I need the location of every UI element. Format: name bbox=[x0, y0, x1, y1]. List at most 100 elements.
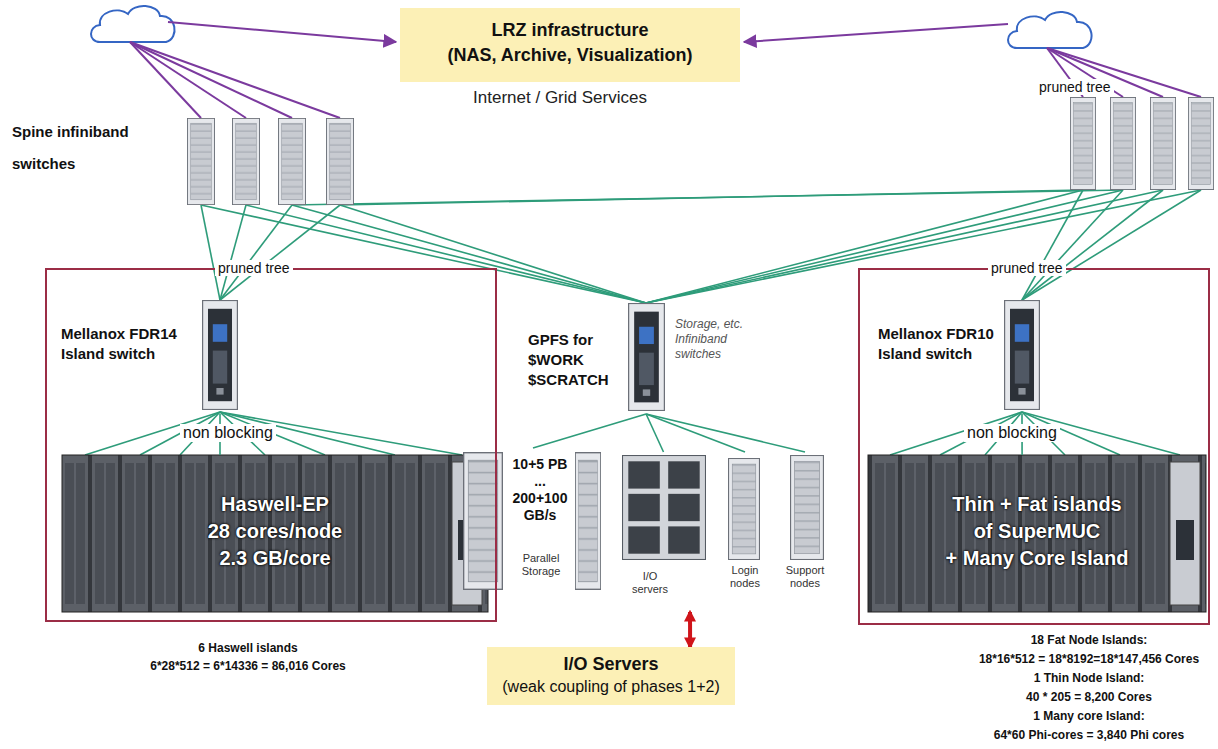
node-text: LRZ infrastructure bbox=[400, 20, 740, 41]
topology-label: pruned tree bbox=[1036, 79, 1114, 95]
node-text: Support nodes bbox=[781, 564, 829, 590]
island-switches bbox=[629, 304, 665, 411]
node-text: I/O Servers bbox=[487, 654, 735, 675]
node-text: Storage, etc. Infiniband switches bbox=[675, 317, 757, 362]
node-text: 2.3 GB/core bbox=[62, 545, 488, 572]
filesystem-label: GPFS for $WORK $SCRATCH bbox=[528, 330, 620, 390]
node-text: + Many Core Island bbox=[868, 545, 1206, 572]
fabric-lines bbox=[646, 190, 1163, 303]
fabric-lines bbox=[1022, 190, 1201, 300]
node-text: 28 cores/node bbox=[62, 518, 488, 545]
node-text: (NAS, Archive, Visualization) bbox=[400, 45, 740, 66]
spine-switches bbox=[278, 118, 305, 204]
fabric-lines bbox=[220, 205, 340, 300]
uplink-lines bbox=[130, 42, 292, 118]
node-text: Mellanox FDR14 Island switch bbox=[61, 324, 196, 364]
node-text: (weak coupling of phases 1+2) bbox=[487, 678, 735, 696]
topology-label: non blocking bbox=[964, 424, 1060, 442]
support-rack: Support nodes bbox=[778, 452, 832, 595]
island-switches bbox=[203, 301, 1040, 411]
fabric-lines bbox=[1022, 190, 1163, 300]
core-count: 18*16*512 = 18*8192=18*147,456 Cores bbox=[962, 651, 1216, 667]
node-text: Parallel Storage bbox=[516, 552, 566, 578]
node-text: Mellanox FDR10 Island switch bbox=[878, 324, 1003, 364]
compute-racks bbox=[1176, 520, 1194, 560]
spine-switches bbox=[187, 97, 1213, 204]
island-frame: pruned treeMellanox FDR14 Island switchH… bbox=[45, 268, 497, 622]
fabric-lines bbox=[220, 205, 246, 300]
topology-label: non blocking bbox=[180, 424, 276, 442]
fabric-lines bbox=[292, 190, 1123, 205]
infiniband-link bbox=[533, 414, 646, 448]
cloud bbox=[1008, 12, 1092, 48]
island-switches bbox=[1005, 301, 1040, 410]
spine-switches bbox=[187, 118, 214, 204]
node-text: pruned tree bbox=[215, 260, 293, 276]
spine-switches bbox=[1188, 97, 1213, 189]
node-text: pruned tree bbox=[988, 260, 1066, 276]
fabric-lines bbox=[340, 205, 646, 303]
island-frame: pruned treeMellanox FDR10 Island switchT… bbox=[858, 268, 1210, 625]
compute-island: Haswell-EP28 cores/node2.3 GB/core bbox=[62, 455, 488, 612]
spine-switches bbox=[1110, 97, 1135, 189]
core-count: 6 Haswell islands bbox=[110, 640, 386, 656]
storage-racks bbox=[575, 453, 600, 590]
fabric-lines bbox=[246, 205, 646, 303]
compute-racks bbox=[1170, 462, 1200, 605]
fabric-lines bbox=[646, 190, 1083, 303]
compute-island: Thin + Fat islandsof SuperMUC+ Many Core… bbox=[868, 455, 1206, 612]
spine-switches bbox=[1150, 97, 1175, 189]
island-switches bbox=[203, 301, 238, 410]
switch-label: Spine infiniband switches bbox=[12, 116, 162, 180]
compute-racks bbox=[62, 455, 488, 612]
storage-switch: Storage, etc. Infiniband switches bbox=[625, 303, 760, 414]
core-count: 18 Fat Node Islands: bbox=[962, 632, 1216, 648]
compute-racks bbox=[868, 455, 1206, 612]
node-text: Haswell-EP bbox=[62, 491, 488, 518]
fabric-lines bbox=[646, 190, 1123, 303]
spine-switches bbox=[326, 118, 353, 204]
node-text: Thin + Fat islands bbox=[868, 491, 1206, 518]
node-text: ... bbox=[506, 473, 574, 490]
infrastructure-box: LRZ infrastructure (NAS, Archive, Visuali… bbox=[400, 8, 740, 82]
core-count: 40 * 205 = 8,200 Cores bbox=[962, 689, 1216, 705]
network-label: Internet / Grid Services bbox=[440, 88, 680, 108]
uplink-lines bbox=[130, 42, 340, 118]
io-server-rack: I/O servers bbox=[615, 452, 712, 612]
storage-racks bbox=[464, 453, 824, 590]
node-text: 10+5 PB bbox=[506, 456, 574, 473]
core-count: 6*28*512 = 6*14336 = 86,016 Cores bbox=[110, 658, 386, 674]
infiniband-link bbox=[646, 414, 745, 452]
fabric-lines bbox=[292, 205, 646, 303]
core-count: 1 Thin Node Island: bbox=[962, 670, 1216, 686]
cloud bbox=[91, 6, 175, 42]
node-text: I/O servers bbox=[629, 570, 671, 596]
io-servers-box: I/O Servers (weak coupling of phases 1+2) bbox=[487, 647, 735, 705]
fabric-lines bbox=[1022, 190, 1083, 300]
spine-switches bbox=[1070, 97, 1095, 189]
fabric-lines bbox=[201, 205, 220, 300]
fabric-lines bbox=[85, 190, 1201, 455]
uplink-lines bbox=[130, 42, 246, 118]
node-text: 200+100 GB/s bbox=[506, 490, 574, 524]
spine-switches bbox=[232, 118, 259, 204]
fabric-lines bbox=[1022, 190, 1123, 300]
island-switch: Mellanox FDR14 Island switch bbox=[55, 298, 240, 414]
core-count: 64*60 Phi-cores = 3,840 Phi cores bbox=[962, 727, 1216, 743]
node-text: Login nodes bbox=[725, 564, 765, 590]
node-text: of SuperMUC bbox=[868, 518, 1206, 545]
storage-racks bbox=[729, 459, 760, 560]
login-rack: Login nodes bbox=[722, 452, 768, 595]
fabric-lines bbox=[646, 190, 1201, 303]
parallel-storage: 10+5 PB...200+100 GB/sParallel Storage bbox=[462, 448, 604, 605]
uplink-lines bbox=[130, 42, 201, 118]
uplink-lines bbox=[744, 24, 1008, 42]
io-arrow bbox=[688, 612, 692, 647]
uplink-lines bbox=[168, 22, 396, 42]
infiniband-link bbox=[646, 414, 805, 452]
storage-racks bbox=[791, 456, 824, 560]
island-switch: Mellanox FDR10 Island switch bbox=[872, 298, 1045, 414]
fabric-lines bbox=[201, 205, 646, 303]
fabric-lines bbox=[340, 190, 1083, 205]
